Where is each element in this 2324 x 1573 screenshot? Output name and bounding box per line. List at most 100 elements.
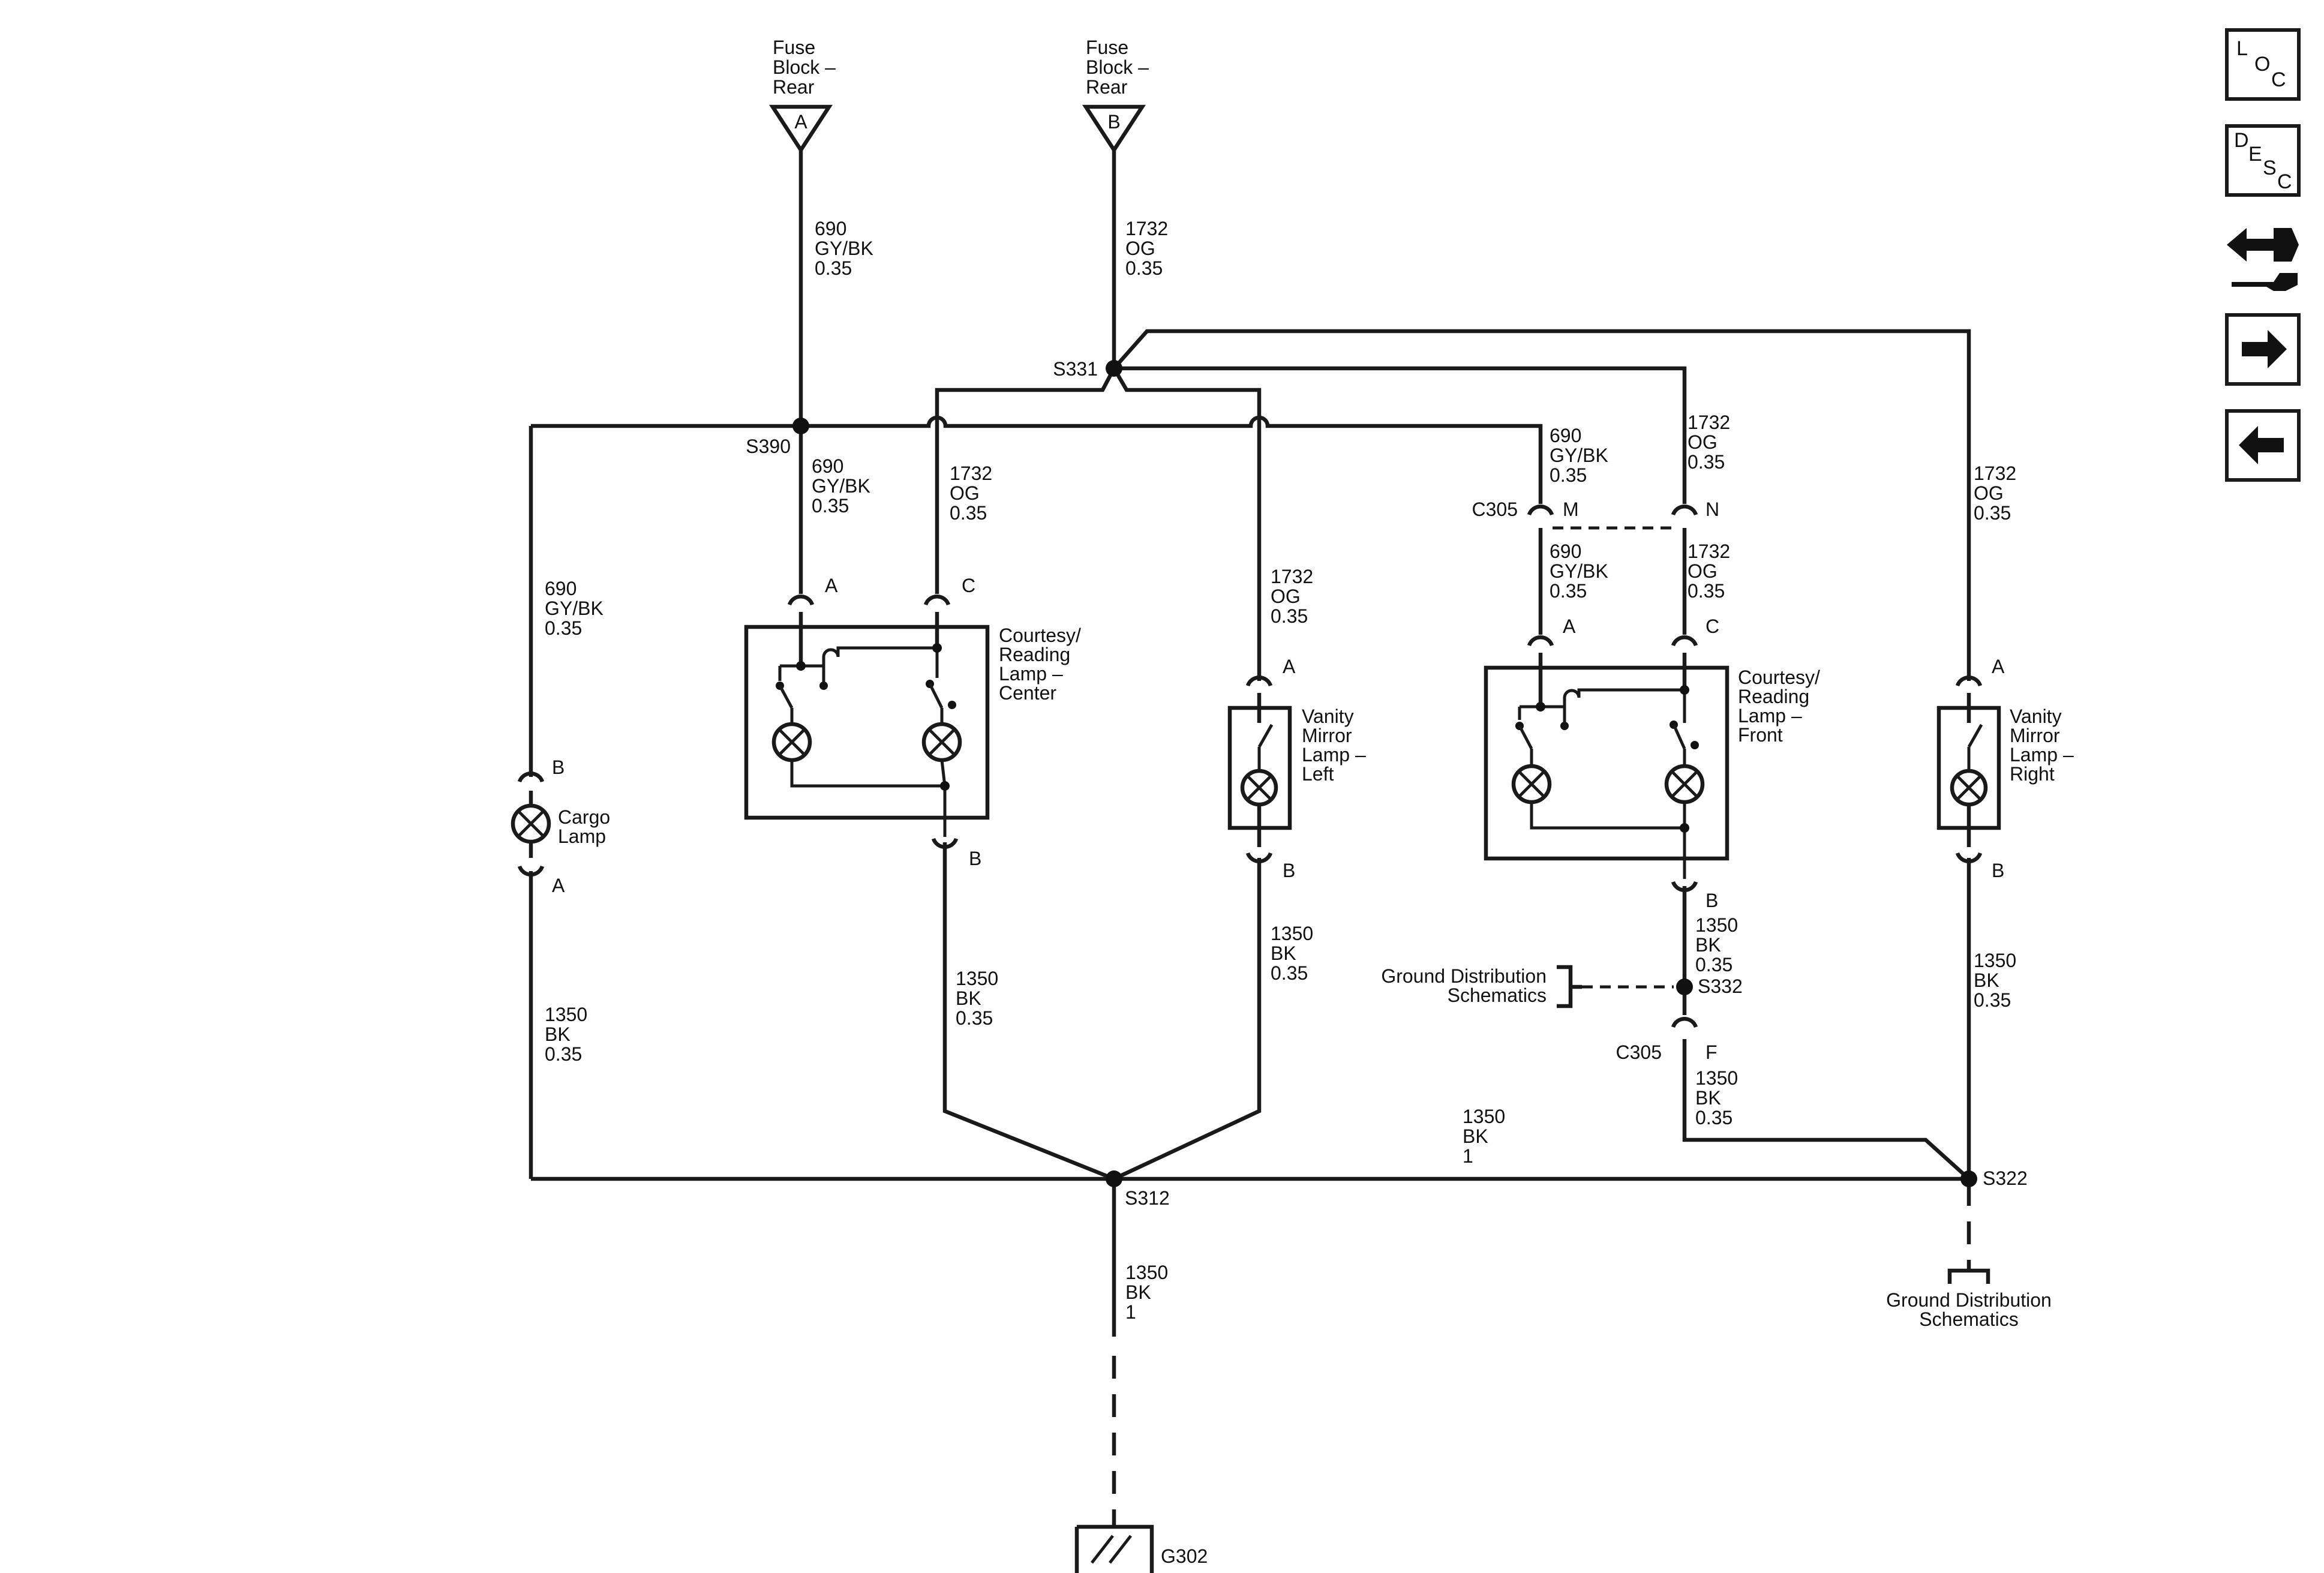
wire-label-1350-bus-2: BK <box>1463 1125 1488 1147</box>
vanity-left-switch-blade <box>1257 724 1274 748</box>
desc-letter-e: E <box>2248 143 2262 166</box>
arrow-left-icon <box>2239 426 2284 464</box>
cargo-lamp-label-2: Lamp <box>558 825 606 847</box>
front-internal-bus <box>1518 688 1686 724</box>
fuse-block-b-label-1: Fuse <box>1086 37 1128 58</box>
wire-1350-vanity-left <box>1113 858 1262 1181</box>
wire-label-1350-vleft-3: 0.35 <box>1271 962 1308 984</box>
front-pin-c-arc <box>1671 635 1698 647</box>
wire-label-1732-top-3: 0.35 <box>1125 257 1163 279</box>
front-pin-a-arc <box>1527 635 1554 647</box>
wire-label-1350-front-1: 1350 <box>1695 914 1738 936</box>
wire-label-690-center-1: 690 <box>812 455 843 477</box>
wire-1350-c305f-to-s322 <box>1682 1039 1971 1181</box>
loc-letter-c: C <box>2271 68 2286 91</box>
center-switch-right-contact <box>948 701 956 709</box>
vanity-left-pin-b: B <box>1283 860 1295 881</box>
vanity-lamp-right: Vanity Mirror Lamp – Right A B <box>1936 656 2074 881</box>
wire-label-1732-front-1: 1732 <box>1688 541 1730 562</box>
reading-center-pin-a: A <box>825 575 838 596</box>
reading-front-label-4: Front <box>1738 724 1783 746</box>
splice-s312-dot <box>1106 1170 1122 1187</box>
wire-690-bus-right <box>801 415 1543 504</box>
fuse-block-a-label-3: Rear <box>773 76 815 98</box>
wire-1732-to-center-c <box>935 367 1116 594</box>
reading-lamp-center-box <box>744 625 990 820</box>
vanity-left-label-2: Mirror <box>1302 725 1352 746</box>
wire-label-690-top-2: GY/BK <box>815 238 873 259</box>
wire-label-1732-c305-2: OG <box>1688 431 1718 453</box>
wire-label-690-cargo-1: 690 <box>545 578 577 599</box>
ground-dist-s332-line-1: Ground Distribution <box>1381 965 1547 987</box>
vanity-right-label-3: Lamp – <box>2010 744 2074 766</box>
wire-label-690-c305-1: 690 <box>1550 425 1581 446</box>
fuse-block-rear-a: Fuse Block – Rear A <box>768 37 836 154</box>
connector-wrench-button[interactable] <box>2227 228 2299 291</box>
ground-distribution-ref-s332: Ground Distribution Schematics <box>1381 965 1582 1008</box>
ground-g302-label: G302 <box>1161 1545 1208 1567</box>
center-pin-b-arc <box>931 837 959 849</box>
front-switch-left-contact <box>1560 722 1569 730</box>
wire-label-1350-vright-3: 0.35 <box>1974 989 2011 1011</box>
fuse-block-rear-b: Fuse Block – Rear B <box>1082 37 1149 154</box>
splice-s312-label: S312 <box>1125 1187 1170 1209</box>
connector-shape <box>2227 228 2299 262</box>
reading-front-label-2: Reading <box>1738 686 1809 707</box>
vanity-right-label-4: Right <box>2010 763 2055 785</box>
ground-dist-s332-line-2: Schematics <box>1448 984 1547 1006</box>
center-switch-right-blade <box>928 683 944 709</box>
wrench-shape <box>2232 273 2298 291</box>
center-switch-left-contact <box>819 682 828 690</box>
splice-s332-label: S332 <box>1698 975 1743 997</box>
splice-s331-dot <box>1106 360 1122 377</box>
center-pin-c-arc <box>923 595 951 606</box>
loc-button[interactable]: L O C <box>2225 28 2301 101</box>
side-nav: L O C D E S C <box>2225 28 2301 482</box>
vanity-right-pin-a: A <box>1992 656 2005 677</box>
ground-dist-s322-line-1: Ground Distribution <box>1886 1289 2052 1311</box>
c305-pin-f: F <box>1706 1041 1718 1063</box>
wire-label-1732-c305-3: 0.35 <box>1688 451 1725 473</box>
splice-s322-dot <box>1960 1170 1977 1187</box>
back-button[interactable] <box>2225 409 2301 482</box>
desc-letter-c: C <box>2277 170 2292 193</box>
wire-label-1350-vright-2: BK <box>1974 969 1999 991</box>
reading-center-pin-b: B <box>969 848 981 869</box>
desc-button[interactable]: D E S C <box>2225 124 2301 197</box>
cargo-lamp-pin-a: A <box>552 875 565 896</box>
desc-button-frame[interactable] <box>2225 124 2301 197</box>
center-bulb-left-cross <box>778 728 806 756</box>
wire-1732-to-vanity-left <box>1112 367 1262 681</box>
arrow-right-icon <box>2242 330 2287 368</box>
wire-1732-to-vanity-right <box>1112 329 1971 681</box>
forward-button[interactable] <box>2225 313 2301 386</box>
wire-label-1732-front-3: 0.35 <box>1688 580 1725 602</box>
vanity-right-pin-b-arc <box>1955 852 1983 863</box>
c305-pin-m: M <box>1563 499 1579 520</box>
wire-label-1350-center-3: 0.35 <box>956 1007 993 1029</box>
vanity-left-label-1: Vanity <box>1302 706 1354 727</box>
vanity-left-pin-a-arc <box>1245 676 1273 687</box>
splice-points: S331 S390 S312 S322 S332 <box>746 358 2027 1209</box>
loc-button-frame[interactable] <box>2225 28 2301 101</box>
center-internal-bus <box>778 646 939 684</box>
wire-label-1350-c305f-1: 1350 <box>1695 1067 1738 1089</box>
splice-s390-label: S390 <box>746 436 791 457</box>
vanity-right-switch-blade <box>1967 724 1983 748</box>
vanity-right-pin-b: B <box>1992 860 2004 881</box>
wire-label-1732-c305-1: 1732 <box>1688 412 1730 433</box>
c305-pin-m-arc <box>1527 505 1554 516</box>
reading-center-label-3: Lamp – <box>999 663 1063 685</box>
connector-wrench-icon <box>2227 228 2299 291</box>
reading-center-label-1: Courtesy/ <box>999 625 1081 646</box>
wire-label-1732-center-1: 1732 <box>950 463 992 484</box>
fuse-block-a-label-2: Block – <box>773 56 836 78</box>
vanity-left-label-4: Left <box>1302 763 1334 785</box>
ground-dist-s332-bracket <box>1557 965 1582 1008</box>
vanity-left-bulb-cross <box>1246 775 1272 801</box>
wire-label-1350-c305f-3: 0.35 <box>1695 1107 1733 1128</box>
wire-label-690-front-2: GY/BK <box>1550 560 1608 582</box>
wire-label-690-center-3: 0.35 <box>812 495 849 517</box>
vanity-left-pin-b-arc <box>1245 852 1273 863</box>
